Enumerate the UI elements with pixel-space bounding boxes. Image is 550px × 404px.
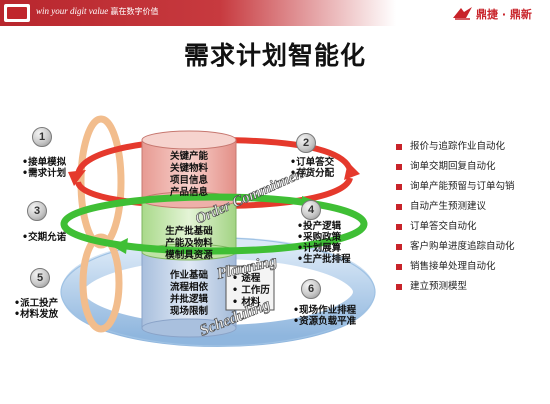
cylinder-top-text: 关键产能 关键物料 项目信息 产品信息 — [150, 151, 228, 199]
feature-item: 询单交期回复自动化 — [396, 161, 515, 181]
label-line: •接单模拟 — [22, 157, 67, 168]
cylinder-top-item: 产品信息 — [169, 187, 208, 198]
brand-name: 鼎捷 · 鼎新 — [476, 8, 532, 21]
bullet-square-icon — [396, 184, 402, 190]
feature-item: 报价与追踪作业自动化 — [396, 141, 515, 161]
label-line: •现场作业排程 — [293, 305, 357, 316]
feature-item: 销售接单处理自动化 — [396, 261, 515, 281]
route-box-text: • 途程 • 工作历 • 材料 — [232, 273, 270, 309]
bullet-square-icon — [396, 224, 402, 230]
step-badge-3: 3 — [27, 201, 47, 221]
label-line: •存货分配 — [290, 168, 335, 179]
bullet-square-icon — [396, 164, 402, 170]
label-line: •订单答交 — [290, 157, 335, 168]
cylinder-middle-item: 生产批基础 — [165, 226, 213, 237]
left-label-group-5: •派工投产 •材料发放 — [14, 298, 58, 320]
data-cylinder — [141, 130, 237, 338]
right-label-group-6: •现场作业排程 •资源负载平准 — [293, 305, 356, 327]
route-item: • 材料 — [232, 297, 261, 308]
cylinder-middle-text: 生产批基础 产能及物料 模制具资源 — [150, 226, 228, 262]
page-title: 需求计划智能化 — [183, 41, 366, 70]
bullet-square-icon — [396, 264, 402, 270]
label-line: •采购政策 — [297, 232, 342, 243]
label-line: •派工投产 — [14, 298, 59, 309]
company-logo — [4, 4, 30, 22]
step-badge-6: 6 — [301, 279, 321, 299]
cylinder-top-item: 关键产能 — [169, 151, 208, 162]
label-line: •需求计划 — [22, 168, 67, 179]
feature-item: 询单产能预留与订单勾销 — [396, 181, 515, 201]
right-label-group-2: •订单答交 •存货分配 — [290, 157, 334, 179]
left-label-group-3: •交期允诺 — [22, 232, 66, 243]
bullet-square-icon — [396, 244, 402, 250]
step-badge-5: 5 — [30, 268, 50, 288]
route-item: • 工作历 — [232, 285, 270, 296]
step-badge-4: 4 — [301, 200, 321, 220]
left-label-group-1: •接单模拟 •需求计划 — [22, 157, 66, 179]
cylinder-bottom-item: 作业基础 — [169, 270, 208, 281]
feature-item: 自动产生预测建议 — [396, 201, 515, 221]
label-line: •交期允诺 — [22, 232, 67, 243]
step-badge-1: 1 — [32, 127, 52, 147]
bullet-square-icon — [396, 284, 402, 290]
route-item: • 途程 — [232, 273, 261, 284]
label-line: •生产批排程 — [297, 254, 351, 265]
label-line: •计划展算 — [297, 243, 342, 254]
slogan-chinese: 赢在数字价值 — [110, 7, 159, 16]
header-slogan: win your digit value 赢在数字价值 — [36, 6, 159, 17]
bullet-square-icon — [396, 144, 402, 150]
cylinder-bottom-item: 流程相依 — [169, 282, 208, 293]
step-badge-2: 2 — [296, 133, 316, 153]
cylinder-bottom-item: 并批逻辑 — [169, 294, 208, 305]
right-label-group-4: •投产逻辑 •采购政策 •计划展算 •生产批排程 — [297, 221, 351, 265]
label-line: •材料发放 — [14, 309, 59, 320]
route-box — [225, 265, 275, 311]
feature-item: 订单答交自动化 — [396, 221, 515, 241]
cylinder-top-item: 关键物料 — [169, 163, 208, 174]
cylinder-bottom-text: 作业基础 流程相依 并批逻辑 现场限制 — [150, 270, 228, 318]
slogan-english: win your digit value — [36, 6, 109, 16]
brand-logo-icon — [453, 7, 472, 20]
feature-item: 建立预测模型 — [396, 281, 515, 301]
label-line: •投产逻辑 — [297, 221, 342, 232]
cylinder-bottom-item: 现场限制 — [169, 306, 208, 317]
cylinder-middle-item: 产能及物料 — [165, 238, 213, 249]
feature-list: 报价与追踪作业自动化 询单交期回复自动化 询单产能预留与订单勾销 自动产生预测建… — [396, 141, 515, 301]
feature-item: 客户购单进度追踪自动化 — [396, 241, 515, 261]
cylinder-top-item: 项目信息 — [169, 175, 208, 186]
header-bar: win your digit value 赢在数字价值 鼎捷 · 鼎新 — [0, 0, 550, 26]
label-line: •资源负载平准 — [293, 316, 357, 327]
cylinder-middle-item: 模制具资源 — [165, 250, 213, 261]
bullet-square-icon — [396, 204, 402, 210]
